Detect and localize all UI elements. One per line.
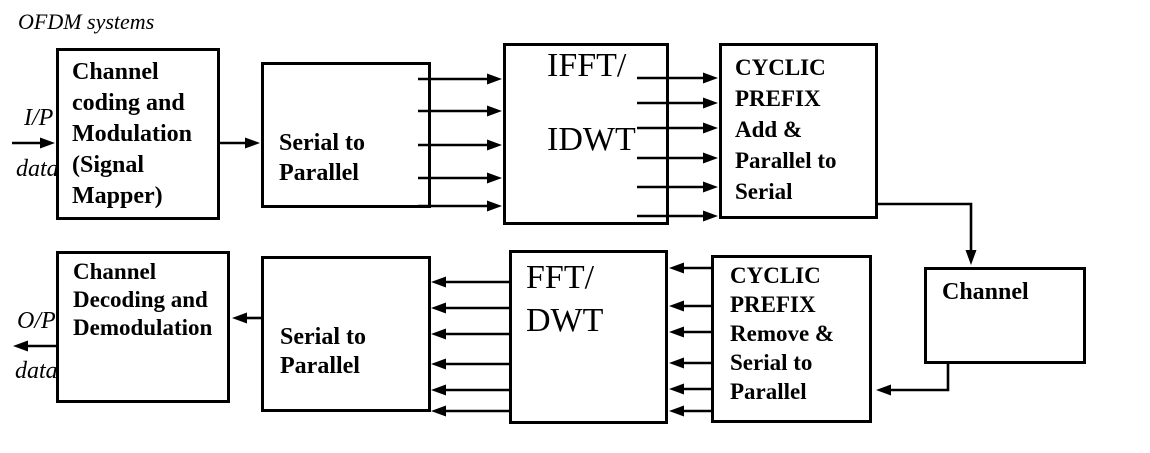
block-label-line: Parallel bbox=[280, 353, 360, 379]
arrow-fft-to-serial-to-parallel-bottom-6 bbox=[431, 405, 511, 417]
block-fft-dwt: FFT/DWT bbox=[509, 250, 668, 424]
block-label-line: Add & bbox=[735, 117, 803, 142]
block-label-line: CYCLIC bbox=[735, 55, 826, 80]
arrow-fft-to-serial-to-parallel-bottom-5 bbox=[431, 384, 511, 396]
block-cyclic-prefix-add: CYCLIC PREFIX Add & Parallel to Serial bbox=[719, 43, 878, 219]
arrow-channel-to-cyclic-prefix-remove bbox=[876, 362, 950, 396]
block-label-line: IFFT/ bbox=[547, 47, 627, 84]
output-label-op: O/P bbox=[17, 308, 56, 334]
block-serial-to-parallel-bottom: Serial to Parallel bbox=[261, 256, 431, 412]
block-label-line: Parallel bbox=[730, 379, 807, 404]
block-label-line: PREFIX bbox=[735, 86, 821, 111]
block-label-line: Serial bbox=[735, 179, 793, 204]
block-cyclic-prefix-remove: CYCLIC PREFIX Remove & Serial to Parallel bbox=[711, 255, 872, 423]
block-label-line: coding and bbox=[72, 90, 185, 116]
arrow-cyclic-prefix-remove-to-fft-1 bbox=[669, 262, 711, 274]
block-label-line: Mapper) bbox=[72, 183, 163, 209]
arrow-fft-to-serial-to-parallel-bottom-1 bbox=[431, 276, 511, 288]
arrow-fft-to-serial-to-parallel-bottom-4 bbox=[431, 358, 511, 370]
block-label-line: Parallel bbox=[279, 160, 359, 186]
block-label-line: Channel bbox=[72, 59, 159, 85]
arrow-cyclic-prefix-remove-to-fft-5 bbox=[669, 383, 711, 395]
block-label-line: FFT/ bbox=[526, 259, 595, 296]
block-label-line: Decoding and bbox=[73, 287, 208, 312]
arrow-channel-coding-to-serial-to-parallel bbox=[220, 137, 260, 149]
input-label-data: data bbox=[16, 156, 59, 182]
arrow-serial-to-parallel-to-channel-decoding bbox=[232, 312, 261, 324]
block-label-line: DWT bbox=[526, 302, 604, 339]
arrow-cyclic-prefix-remove-to-fft-4 bbox=[669, 357, 711, 369]
arrow-cyclic-prefix-remove-to-fft-3 bbox=[669, 326, 711, 338]
block-label-line: IDWT bbox=[547, 121, 636, 158]
arrow-cyclic-prefix-add-to-channel bbox=[877, 202, 977, 265]
block-label-line: Channel bbox=[73, 259, 157, 284]
block-label-line: Channel bbox=[942, 279, 1029, 305]
arrow-fft-to-serial-to-parallel-bottom-2 bbox=[431, 302, 511, 314]
arrow-cyclic-prefix-remove-to-fft-6 bbox=[669, 405, 711, 417]
block-label-line: Remove & bbox=[730, 321, 835, 346]
block-label-line: Serial to bbox=[730, 350, 813, 375]
input-label-ip: I/P bbox=[24, 105, 54, 131]
block-serial-to-parallel-top: Serial to Parallel bbox=[261, 62, 431, 208]
block-label-line: Modulation bbox=[72, 121, 193, 147]
block-label-line: PREFIX bbox=[730, 292, 816, 317]
arrow-channel-decoding-to-output bbox=[13, 340, 57, 352]
arrow-fft-to-serial-to-parallel-bottom-3 bbox=[431, 328, 511, 340]
block-channel: Channel bbox=[924, 267, 1086, 364]
arrow-cyclic-prefix-remove-to-fft-2 bbox=[669, 300, 711, 312]
diagram-title: OFDM systems bbox=[18, 9, 155, 34]
block-label-line: Demodulation bbox=[73, 315, 213, 340]
block-label-line: CYCLIC bbox=[730, 263, 821, 288]
block-label-line: (Signal bbox=[72, 152, 145, 178]
output-label-data: data bbox=[15, 358, 58, 384]
block-label-line: Serial to bbox=[280, 324, 366, 350]
block-label-line: Parallel to bbox=[735, 148, 837, 173]
block-label-line: Serial to bbox=[279, 130, 365, 156]
arrow-input-to-channel-coding bbox=[12, 137, 55, 149]
block-ifft-idwt: IFFT/IDWT bbox=[503, 43, 669, 225]
